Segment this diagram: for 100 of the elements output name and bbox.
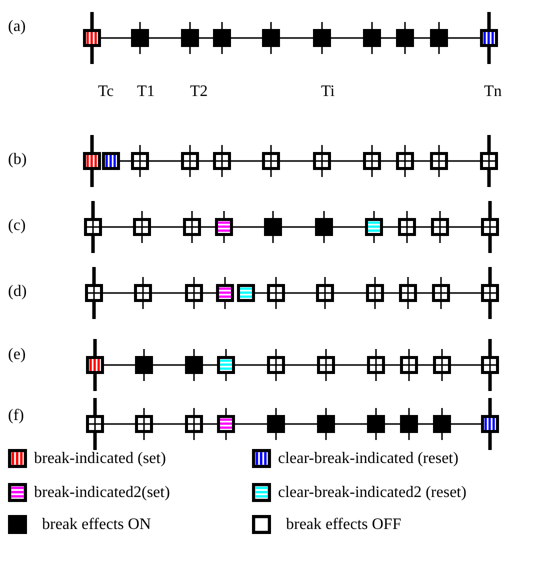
connector-line [231, 160, 262, 162]
striped-square [216, 284, 234, 302]
connector-line [418, 364, 433, 366]
connector-line [151, 226, 183, 228]
time-label: T1 [137, 83, 155, 101]
connector-line [103, 292, 134, 294]
connector-line [385, 364, 400, 366]
filled-square [400, 415, 418, 433]
open-square [399, 284, 417, 302]
time-label: T2 [190, 83, 208, 101]
connector-line [203, 292, 216, 294]
connector-line [149, 37, 181, 39]
open-square [432, 284, 450, 302]
open-square [185, 415, 203, 433]
connector-line [201, 226, 215, 228]
connector-line [104, 423, 135, 425]
connector-line [120, 160, 131, 162]
open-square [400, 356, 418, 374]
open-square [131, 152, 149, 170]
filled-square [262, 29, 280, 47]
striped-square [481, 415, 499, 433]
connector-line [417, 292, 432, 294]
filled-square [317, 415, 335, 433]
row-label: (d) [8, 283, 27, 301]
connector-line [285, 364, 317, 366]
open-square [262, 152, 280, 170]
connector-line [414, 160, 430, 162]
connector-line [335, 364, 367, 366]
time-label: Tn [484, 83, 502, 101]
striped-square [215, 218, 233, 236]
open-square [316, 284, 334, 302]
filled-square [267, 415, 285, 433]
connector-line [152, 292, 185, 294]
open-square [213, 152, 231, 170]
filled-square [433, 415, 451, 433]
connector-line [285, 423, 317, 425]
open-square [481, 356, 499, 374]
striped-square [365, 218, 383, 236]
connector-line [335, 423, 367, 425]
connector-line [199, 160, 213, 162]
connector-line [199, 37, 213, 39]
row-label: (c) [8, 217, 26, 235]
legend-text: break-indicated (set) [34, 450, 166, 468]
filled-square [430, 29, 448, 47]
connector-line [280, 37, 313, 39]
filled-square [181, 29, 199, 47]
open-square [431, 218, 449, 236]
striped-square [217, 356, 235, 374]
connector-line [418, 423, 433, 425]
open-square [183, 218, 201, 236]
open-square [135, 415, 153, 433]
connector-line [331, 160, 363, 162]
connector-line [231, 37, 262, 39]
connector-line [102, 226, 133, 228]
open-square [84, 218, 102, 236]
legend-text: break-indicated2(set) [34, 484, 170, 502]
time-label: Tc [98, 83, 114, 101]
connector-line [282, 226, 315, 228]
filled-square [185, 356, 203, 374]
striped-square [83, 29, 101, 47]
open-square [317, 356, 335, 374]
connector-line [101, 37, 131, 39]
connector-line [334, 292, 366, 294]
open-square [396, 152, 414, 170]
connector-line [416, 226, 431, 228]
open-square [481, 218, 499, 236]
open-square [313, 152, 331, 170]
filled-square [363, 29, 381, 47]
open-square [367, 356, 385, 374]
open-square [481, 284, 499, 302]
connector-line [149, 160, 181, 162]
filled-square [135, 356, 153, 374]
open-square [134, 284, 152, 302]
filled-square [213, 29, 231, 47]
connector-line [449, 226, 481, 228]
open-square [267, 356, 285, 374]
connector-line [255, 292, 267, 294]
connector-line [381, 37, 396, 39]
connector-line [448, 160, 480, 162]
open-square [363, 152, 381, 170]
striped-square [480, 29, 498, 47]
filled-square [131, 29, 149, 47]
striped-square [237, 284, 255, 302]
open-square [181, 152, 199, 170]
connector-line [153, 364, 185, 366]
legend-text: clear-break-indicated2 (reset) [278, 484, 466, 502]
striped-square [102, 152, 120, 170]
connector-line [233, 226, 264, 228]
connector-line [451, 423, 481, 425]
connector-line [280, 160, 313, 162]
connector-line [333, 226, 365, 228]
time-label: Ti [321, 83, 335, 101]
filled-square [367, 415, 385, 433]
connector-line [385, 423, 400, 425]
row-label: (f) [8, 407, 24, 425]
connector-line [384, 292, 399, 294]
filled-square [264, 218, 282, 236]
row-label: (a) [8, 18, 26, 36]
legend-text: break effects OFF [286, 516, 402, 534]
open-square [86, 415, 104, 433]
